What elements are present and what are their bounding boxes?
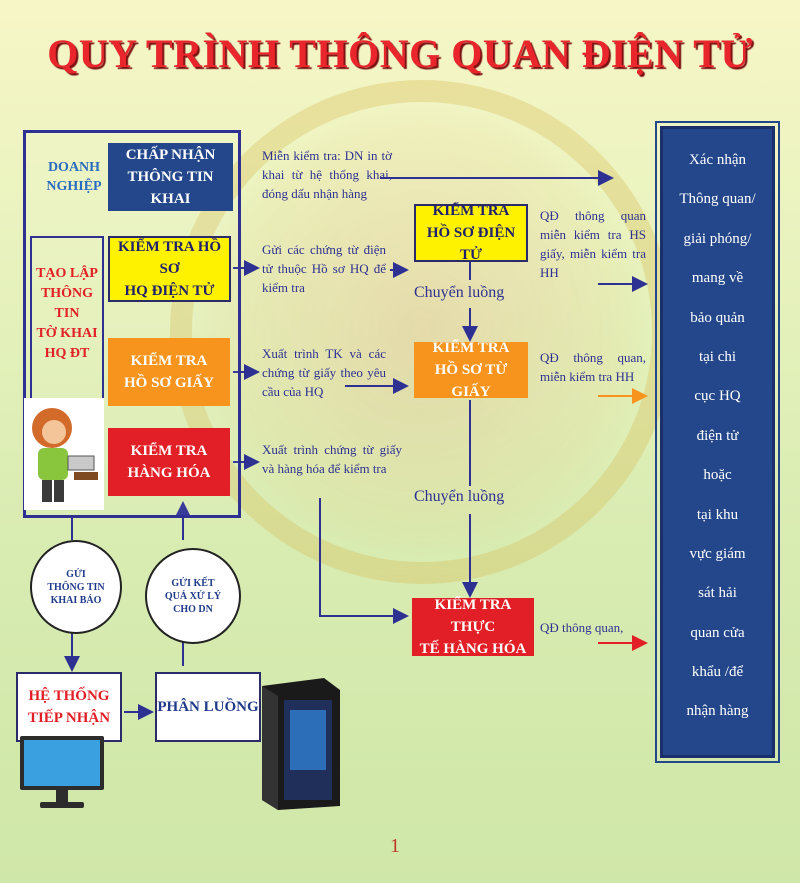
page-title: QUY TRÌNH THÔNG QUAN ĐIỆN TỬ [47, 31, 753, 76]
note-qd-clear: QĐ thông quan, [540, 620, 624, 635]
note-qd-exempt-hs: QĐ thông quan miễn kiểm tra HS giấy, miễ… [540, 208, 646, 280]
transfer-label-1: Chuyển luồng [414, 284, 505, 301]
monitor-icon [20, 736, 104, 808]
note-present-goods: Xuất trình chứng từ giấy và hàng hóa để … [262, 442, 402, 476]
classification-box: PHÂN LUỒNG [155, 672, 261, 742]
worker-illustration-icon [24, 398, 104, 510]
computer-tower-icon [262, 678, 340, 810]
transfer-label-2: Chuyển luồng [414, 488, 505, 505]
page-number: 1 [390, 835, 400, 857]
clearance-confirmation-panel: Xác nhận Thông quan/ giải phóng/ mang về… [655, 121, 780, 763]
note-qd-exempt-hh: QĐ thông quan, miễn kiểm tra HH [540, 350, 646, 384]
note-present-declaration: Xuất trình TK và các chứng từ giấy theo … [262, 346, 386, 399]
note-exempt: Miễn kiểm tra: DN in tờ khai từ hệ thống… [262, 148, 392, 201]
note-send-e-docs: Gửi các chứng từ điện tử thuộc Hồ sơ HQ … [262, 242, 386, 295]
